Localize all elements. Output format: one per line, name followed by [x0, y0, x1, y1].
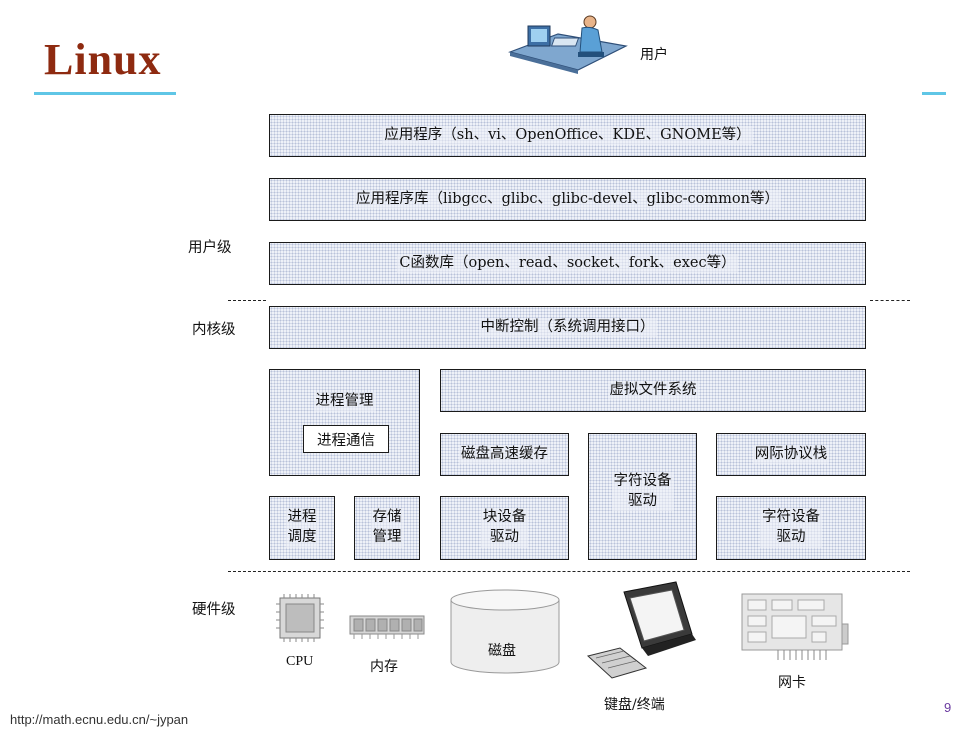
cpu-chip-icon [276, 594, 324, 642]
footer-url[interactable]: http://math.ecnu.edu.cn/~jypan [10, 712, 189, 727]
cpu-label: CPU [286, 654, 314, 669]
process-scheduling-text: 进程 调度 [285, 508, 319, 548]
process-scheduling-box: 进程 调度 [269, 496, 335, 560]
network-card-icon [741, 593, 849, 660]
user-label: 用户 [640, 47, 668, 63]
block-device-driver-text: 块设备 驱动 [480, 508, 529, 548]
page-number: 9 [944, 700, 952, 715]
slide-title: Linux [44, 35, 162, 84]
char-device-driver-middle-box: 字符设备 驱动 [588, 433, 697, 560]
keyboard-terminal-label: 键盘/终端 [604, 697, 665, 713]
disk-label: 磁盘 [488, 643, 516, 659]
c-libraries-text: C函数库（open、read、socket、fork、exec等） [397, 253, 738, 274]
app-libraries-box: 应用程序库（libgcc、glibc、glibc-devel、glibc-com… [269, 178, 866, 221]
disk-cache-text: 磁盘高速缓存 [459, 444, 550, 465]
applications-text: 应用程序（sh、vi、OpenOffice、KDE、GNOME等） [382, 125, 753, 146]
network-stack-text: 网际协议栈 [752, 444, 830, 465]
right-accent-line [922, 92, 946, 95]
memory-module-icon [349, 615, 425, 639]
hardware-level-label: 硬件级 [192, 602, 236, 618]
memory-label: 内存 [370, 659, 398, 675]
disk-cylinder-icon [450, 589, 560, 674]
block-device-driver-box: 块设备 驱动 [440, 496, 569, 560]
char-device-driver-right-box: 字符设备 驱动 [716, 496, 866, 560]
vfs-box: 虚拟文件系统 [440, 369, 866, 412]
ipc-text: 进程通信 [317, 432, 375, 449]
process-management-text: 进程管理 [313, 392, 376, 412]
user-kernel-divider-right [870, 300, 910, 301]
title-underline [34, 92, 176, 95]
applications-box: 应用程序（sh、vi、OpenOffice、KDE、GNOME等） [269, 114, 866, 157]
user-level-label: 用户级 [188, 240, 232, 256]
process-management-box: 进程管理 [269, 369, 420, 476]
user-kernel-divider-left [228, 300, 266, 301]
ipc-box: 进程通信 [303, 425, 389, 453]
memory-management-text: 存储 管理 [370, 508, 404, 548]
interrupt-control-text: 中断控制（系统调用接口） [478, 317, 657, 338]
terminal-computer-icon [586, 581, 696, 679]
vfs-text: 虚拟文件系统 [607, 380, 699, 401]
char-device-driver-right-text: 字符设备 驱动 [760, 508, 822, 548]
disk-cache-box: 磁盘高速缓存 [440, 433, 569, 476]
memory-management-box: 存储 管理 [354, 496, 420, 560]
char-device-driver-middle-text: 字符设备 驱动 [611, 472, 674, 512]
c-libraries-box: C函数库（open、read、socket、fork、exec等） [269, 242, 866, 285]
interrupt-control-box: 中断控制（系统调用接口） [269, 306, 866, 349]
network-stack-box: 网际协议栈 [716, 433, 866, 476]
user-at-computer-icon [508, 15, 628, 74]
kernel-level-label: 内核级 [192, 322, 236, 338]
kernel-hardware-divider [228, 571, 910, 572]
app-libraries-text: 应用程序库（libgcc、glibc、glibc-devel、glibc-com… [354, 189, 781, 210]
network-card-label: 网卡 [778, 675, 806, 691]
